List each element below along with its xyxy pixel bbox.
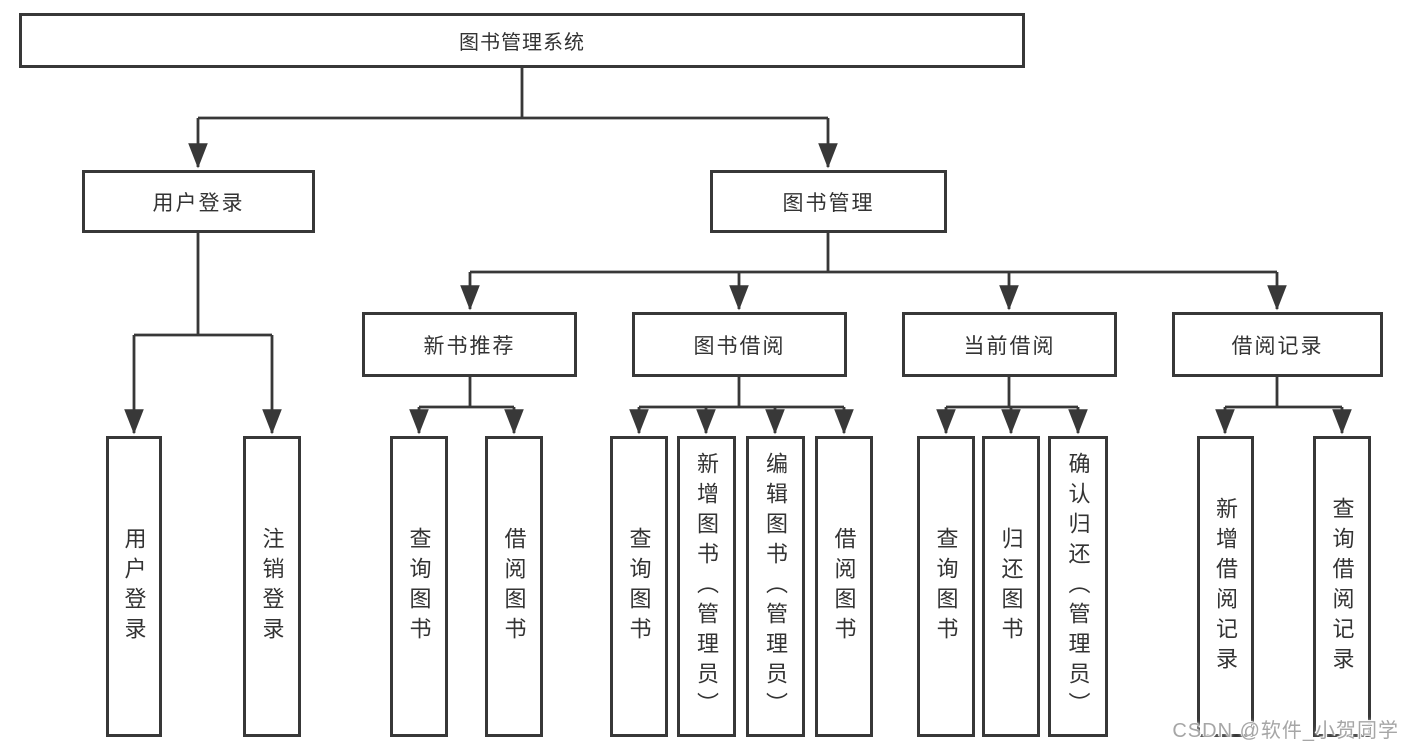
node-label: 图书管理系统 [459, 32, 585, 54]
node-leaf-query-book-2: 查询图书 [610, 436, 668, 737]
node-leaf-borrow-book-1: 借阅图书 [485, 436, 543, 737]
node-leaf-borrow-book-2: 借阅图书 [815, 436, 873, 737]
node-root: 图书管理系统 [19, 13, 1025, 68]
node-label: 借阅图书 [501, 526, 527, 647]
watermark-text: CSDN @软件_小贺同学 [1172, 720, 1399, 742]
node-label: 归还图书 [998, 526, 1024, 647]
node-label: 新增图书（管理员） [694, 451, 720, 722]
node-label: 查询图书 [406, 526, 432, 647]
node-label: 借阅记录 [1231, 334, 1324, 358]
node-label: 查询图书 [626, 526, 652, 647]
node-label: 新增借阅记录 [1213, 496, 1239, 677]
node-leaf-query-book-3: 查询图书 [917, 436, 975, 737]
node-label: 用户登录 [152, 191, 245, 215]
node-label: 查询借阅记录 [1329, 496, 1355, 677]
node-leaf-return-book: 归还图书 [982, 436, 1040, 737]
node-leaf-add-book: 新增图书（管理员） [677, 436, 736, 737]
node-book-borrow: 图书借阅 [632, 312, 847, 377]
node-borrow-record: 借阅记录 [1172, 312, 1383, 377]
node-label: 编辑图书（管理员） [763, 451, 789, 722]
node-leaf-query-book-1: 查询图书 [390, 436, 448, 737]
node-book-mgmt: 图书管理 [710, 170, 947, 233]
node-label: 注销登录 [259, 526, 285, 647]
node-leaf-confirm-return: 确认归还（管理员） [1048, 436, 1108, 737]
node-label: 确认归还（管理员） [1065, 451, 1091, 722]
node-label: 借阅图书 [831, 526, 857, 647]
node-label: 当前借阅 [963, 334, 1056, 358]
node-leaf-query-record: 查询借阅记录 [1313, 436, 1371, 737]
node-new-book-rec: 新书推荐 [362, 312, 577, 377]
node-leaf-add-record: 新增借阅记录 [1197, 436, 1254, 737]
node-current-borrow: 当前借阅 [902, 312, 1117, 377]
node-label: 图书管理 [782, 191, 875, 215]
node-label: 图书借阅 [693, 334, 786, 358]
node-label: 用户登录 [121, 526, 147, 647]
node-leaf-logout: 注销登录 [243, 436, 301, 737]
node-leaf-edit-book: 编辑图书（管理员） [746, 436, 805, 737]
node-leaf-user-login: 用户登录 [106, 436, 162, 737]
node-label: 查询图书 [933, 526, 959, 647]
node-label: 新书推荐 [423, 334, 516, 358]
connector-trunk [134, 68, 1342, 409]
node-user-login: 用户登录 [82, 170, 315, 233]
